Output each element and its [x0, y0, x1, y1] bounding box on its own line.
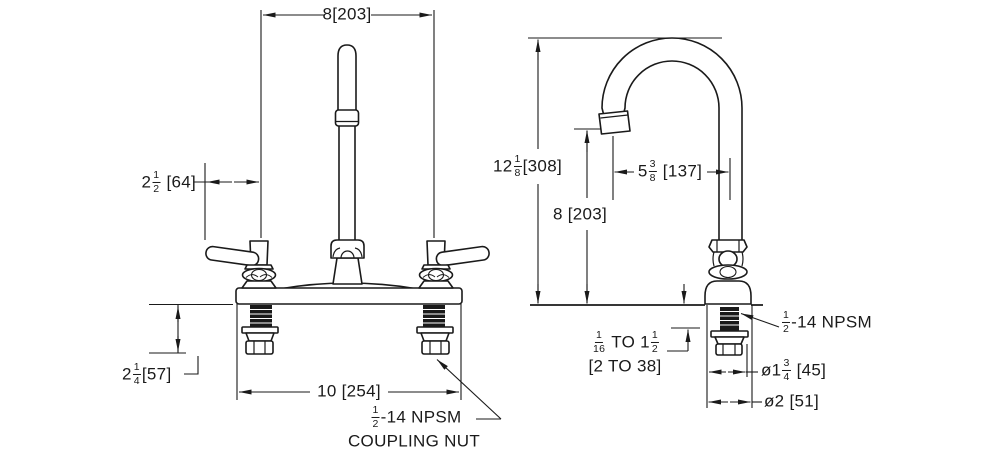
- front-handle-left: [205, 240, 277, 289]
- dim-flange-dia-prefix: ø1: [761, 360, 782, 380]
- dim-spread-label: 8[203]: [322, 6, 371, 23]
- front-handle-right: [418, 240, 490, 289]
- deck-plate: [235, 287, 463, 305]
- coupling-thread-suffix: -14 NPSM: [380, 407, 462, 427]
- dim-handle-reach-whole: 2: [141, 172, 152, 192]
- dim-spread-mm: [203]: [332, 4, 372, 24]
- side-spout-nut: [708, 239, 748, 280]
- dim-base-dia-label: ø2[51]: [764, 393, 819, 410]
- front-view-dimension-lines: [149, 10, 502, 420]
- dim-flange-dia-mm: [45]: [796, 360, 827, 380]
- dim-overall-height-mm: [308]: [522, 156, 562, 176]
- dim-spread-value: 8: [322, 4, 333, 24]
- spout-nut: [330, 239, 365, 259]
- dim-base-dia-mm: [51]: [789, 391, 820, 411]
- thread-spec-suffix: -14 NPSM: [791, 312, 872, 332]
- dim-shank-mm: [57]: [141, 364, 172, 384]
- spout-tip: [598, 110, 631, 135]
- dim-spout-reach-whole: 5: [637, 161, 648, 181]
- spout-base: [332, 257, 363, 285]
- coupling-nut-text-label: COUPLING NUT: [348, 433, 480, 450]
- base-dome: [704, 280, 752, 305]
- side-view-faucet: [530, 37, 763, 356]
- dim-deck-thickness-mid: TO: [611, 332, 636, 352]
- dim-shank-whole: 2: [122, 364, 132, 384]
- dim-spout-height-value: 8: [553, 204, 563, 224]
- dim-spout-height-label: 8[203]: [553, 206, 607, 223]
- coupling-nut-text: COUPLING NUT: [347, 431, 481, 451]
- front-shank-left: [241, 305, 279, 355]
- gooseneck-spout: [598, 37, 743, 240]
- side-shank: [710, 307, 749, 356]
- dim-deck-width-value: 10: [317, 381, 337, 401]
- dim-deck-width-mm: [254]: [341, 381, 381, 401]
- dim-deck-thickness-mm-label: [2 TO 38]: [589, 358, 662, 375]
- side-view-dimension-lines: [528, 37, 780, 408]
- dim-spout-reach-mm: [137]: [662, 161, 703, 181]
- dim-deck-thickness-mm: [2 TO 38]: [588, 356, 662, 376]
- dim-overall-height-whole: 12: [493, 156, 513, 176]
- front-spout: [330, 44, 365, 285]
- front-view-faucet: [205, 44, 490, 355]
- dim-handle-reach-mm: [64]: [166, 172, 196, 192]
- dim-deck-thickness-whole: 1: [640, 332, 650, 352]
- dim-spout-height-mm: [203]: [567, 204, 608, 224]
- front-shank-right: [416, 305, 454, 355]
- dim-deck-width-label: 10[254]: [317, 383, 381, 400]
- dim-base-dia-value: ø2: [764, 391, 785, 411]
